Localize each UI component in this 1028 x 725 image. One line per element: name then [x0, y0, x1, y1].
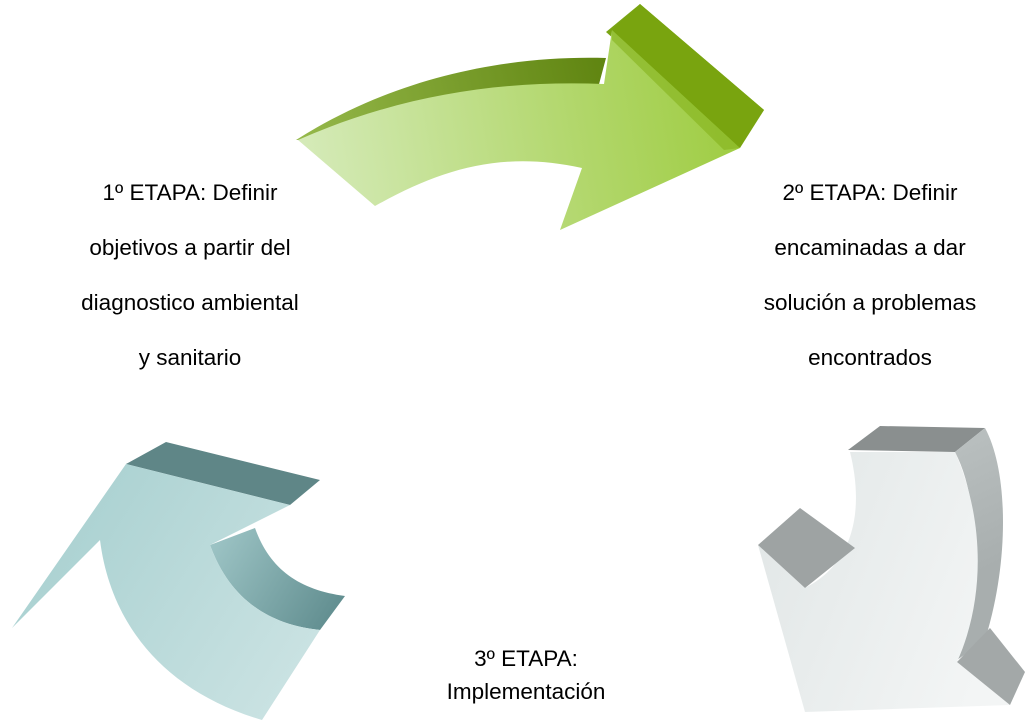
stage-2-line: encontrados	[808, 345, 932, 370]
stage-2-text: 2º ETAPA: Definir encaminadas a dar solu…	[712, 165, 1028, 385]
stage-3-text: 3º ETAPA: Implementación	[395, 642, 657, 708]
stage-2-line: 2º ETAPA: Definir	[782, 180, 958, 205]
stage-1-line: objetivos a partir del	[89, 235, 291, 260]
stage-1-line: 1º ETAPA: Definir	[102, 180, 278, 205]
stage-3-line: Implementación	[446, 679, 606, 704]
stage-2-line: solución a problemas	[763, 290, 977, 315]
stage-2-line: encaminadas a dar	[774, 235, 966, 260]
stage-1-line: y sanitario	[138, 345, 242, 370]
stage-1-text: 1º ETAPA: Definir objetivos a partir del…	[30, 165, 350, 385]
stage-1-line: diagnostico ambiental	[81, 290, 299, 315]
stage-3-line: 3º ETAPA:	[474, 646, 578, 671]
